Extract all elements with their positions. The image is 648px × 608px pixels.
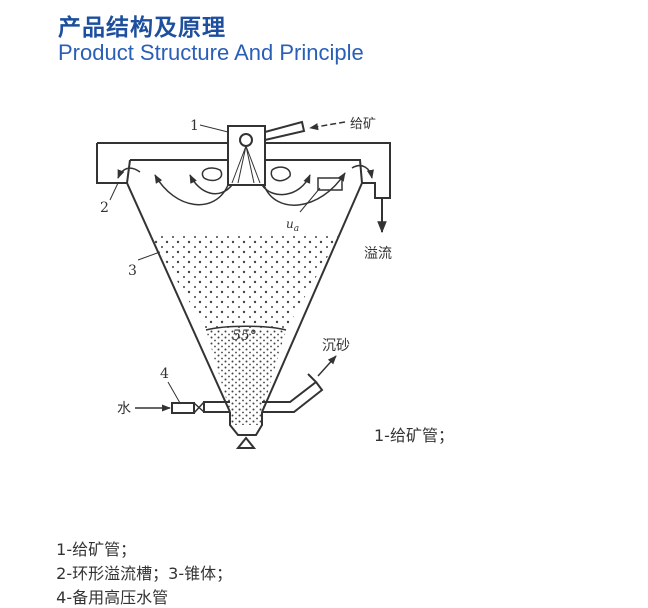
hydrocyclone-structure-diagram: 给矿 1 ua 溢流 2 3 55° 沉砂 — [96, 117, 392, 449]
feed-pipe-assembly — [227, 120, 306, 186]
part-4-label: 4 — [160, 366, 169, 382]
overflow-label: 溢流 — [364, 246, 392, 262]
part-2-label: 2 — [100, 200, 109, 216]
high-pressure-water-pipe — [171, 401, 230, 414]
feed-label: 给矿 — [350, 117, 376, 132]
flow-streamlines — [117, 164, 374, 206]
overflow-trough — [96, 142, 391, 199]
page-title-en: Product Structure And Principle — [58, 40, 364, 65]
cone-angle-label: 55° — [232, 328, 257, 344]
cone-angle-marker — [205, 325, 287, 331]
part-3-label: 3 — [128, 263, 137, 279]
page-title-cn: 产品结构及原理 — [58, 15, 226, 41]
label-3-leader — [137, 251, 161, 261]
legend-bottom: 1-给矿管； 2-环形溢流槽；3-锥体； 4-备用高压水管 — [46, 517, 232, 608]
label-1-leader — [199, 124, 229, 133]
velocity-label: ua — [286, 217, 299, 234]
part-1-label: 1 — [190, 118, 199, 134]
velocity-leader — [299, 187, 321, 213]
legend-item-2: 2-环形溢流槽； — [56, 564, 169, 583]
label-2-leader — [109, 182, 119, 201]
legend-item-3: 3-锥体； — [168, 564, 233, 583]
underflow-outlet — [229, 412, 263, 449]
feed-arrow — [309, 121, 346, 131]
legend-item-1: 1-给矿管； — [56, 540, 137, 559]
sand-discharge-pipe — [262, 355, 337, 413]
label-4-leader — [167, 381, 181, 404]
underflow-label: 沉砂 — [322, 338, 350, 354]
legend-side-note: 1-给矿管； — [374, 426, 454, 445]
legend-item-4: 4-备用高压水管 — [56, 588, 169, 607]
water-label: 水 — [117, 401, 131, 417]
cone-body — [126, 182, 363, 413]
